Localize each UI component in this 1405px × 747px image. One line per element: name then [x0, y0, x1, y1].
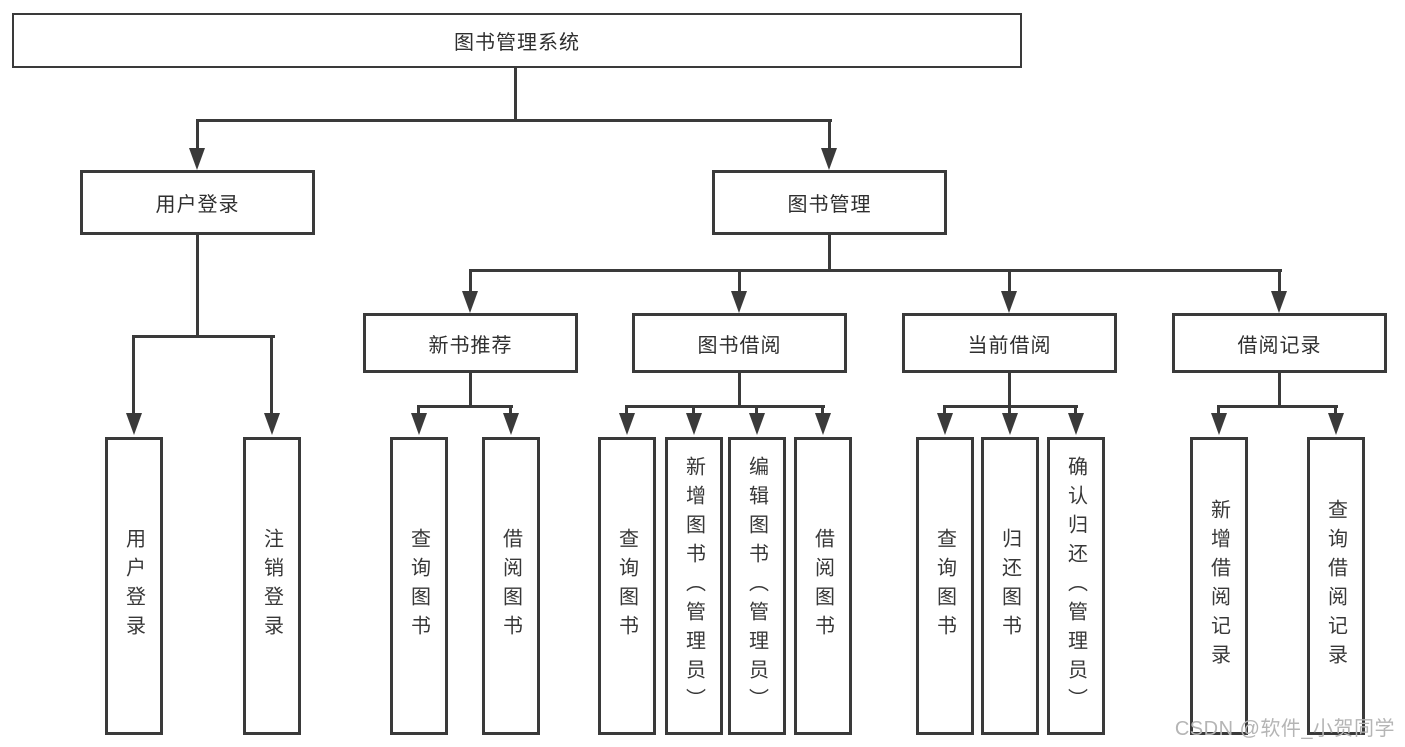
leaf-user-login-label: 用户登录	[122, 528, 145, 644]
node-new-book-recommend: 新书推荐	[363, 313, 578, 373]
connector-line	[821, 405, 824, 415]
node-borrow-record: 借阅记录	[1172, 313, 1387, 373]
node-user-login-label: 用户登录	[155, 194, 240, 216]
node-book-management-label: 图书管理	[787, 194, 872, 216]
connector-line	[692, 405, 695, 415]
node-current-borrow-label: 当前借阅	[967, 334, 1052, 357]
leaf-query-book-borrow-label: 查询图书	[615, 528, 638, 644]
csdn-watermark: CSDN @软件_小贺同学	[1174, 718, 1395, 740]
leaf-confirm-return-admin-label: 确认归还（管理员）	[1064, 455, 1087, 717]
leaf-borrow-book-recommend: 借阅图书	[482, 437, 540, 735]
node-book-borrow-label: 图书借阅	[697, 334, 782, 357]
leaf-query-book-current: 查询图书	[916, 437, 974, 735]
connector-line	[943, 405, 946, 415]
leaf-user-login: 用户登录	[105, 437, 163, 735]
arrow-down-icon	[503, 413, 519, 435]
connector-line	[755, 405, 758, 415]
node-user-login: 用户登录	[80, 170, 315, 235]
leaf-query-borrow-record: 查询借阅记录	[1307, 437, 1365, 735]
node-book-borrow: 图书借阅	[632, 313, 847, 373]
connector-line	[132, 335, 135, 415]
connector-line	[1008, 405, 1011, 415]
connector-line	[270, 335, 273, 415]
connector-line	[738, 373, 741, 407]
connector-line	[625, 405, 628, 415]
arrow-down-icon	[189, 148, 205, 170]
connector-line	[509, 405, 512, 415]
arrow-down-icon	[686, 413, 702, 435]
node-new-book-recommend-label: 新书推荐	[428, 334, 513, 357]
arrow-down-icon	[815, 413, 831, 435]
leaf-add-book-admin-label: 新增图书（管理员）	[682, 455, 705, 717]
connector-line	[828, 119, 831, 149]
leaf-borrow-book: 借阅图书	[794, 437, 852, 735]
connector-line	[469, 373, 472, 407]
leaf-query-book-borrow: 查询图书	[598, 437, 656, 735]
leaf-return-book: 归还图书	[981, 437, 1039, 735]
connector-line	[417, 405, 420, 415]
leaf-logout: 注销登录	[243, 437, 301, 735]
connector-line	[132, 335, 275, 338]
arrow-down-icon	[1001, 291, 1017, 313]
arrow-down-icon	[1271, 291, 1287, 313]
arrow-down-icon	[1328, 413, 1344, 435]
leaf-logout-label: 注销登录	[260, 528, 283, 644]
connector-line	[1008, 373, 1011, 407]
connector-line	[1278, 373, 1281, 407]
arrow-down-icon	[411, 413, 427, 435]
leaf-add-borrow-record-label: 新增借阅记录	[1207, 499, 1230, 673]
connector-line	[828, 235, 831, 272]
leaf-confirm-return-admin: 确认归还（管理员）	[1047, 437, 1105, 735]
connector-line	[196, 119, 199, 149]
leaf-query-book-recommend-label: 查询图书	[407, 528, 430, 644]
arrow-down-icon	[749, 413, 765, 435]
leaf-borrow-book-recommend-label: 借阅图书	[499, 528, 522, 644]
leaf-query-borrow-record-label: 查询借阅记录	[1324, 499, 1347, 673]
node-current-borrow: 当前借阅	[902, 313, 1117, 373]
leaf-query-book-current-label: 查询图书	[933, 528, 956, 644]
leaf-borrow-book-label: 借阅图书	[811, 528, 834, 644]
connector-line	[196, 235, 199, 338]
connector-line	[417, 405, 513, 408]
arrow-down-icon	[1002, 413, 1018, 435]
arrow-down-icon	[126, 413, 142, 435]
connector-line	[625, 405, 825, 408]
node-borrow-record-label: 借阅记录	[1237, 334, 1322, 357]
connector-line	[196, 119, 832, 122]
arrow-down-icon	[1211, 413, 1227, 435]
node-library-system-label: 图书管理系统	[454, 32, 580, 54]
connector-line	[514, 68, 517, 121]
node-book-management: 图书管理	[712, 170, 947, 235]
arrow-down-icon	[462, 291, 478, 313]
connector-line	[1217, 405, 1220, 415]
arrow-down-icon	[821, 148, 837, 170]
connector-line	[1334, 405, 1337, 415]
leaf-edit-book-admin-label: 编辑图书（管理员）	[745, 455, 768, 717]
arrow-down-icon	[1068, 413, 1084, 435]
arrow-down-icon	[731, 291, 747, 313]
leaf-add-borrow-record: 新增借阅记录	[1190, 437, 1248, 735]
leaf-return-book-label: 归还图书	[998, 528, 1021, 644]
leaf-edit-book-admin: 编辑图书（管理员）	[728, 437, 786, 735]
arrow-down-icon	[264, 413, 280, 435]
arrow-down-icon	[619, 413, 635, 435]
connector-line	[1217, 405, 1338, 408]
connector-line	[738, 269, 741, 293]
connector-line	[1008, 269, 1011, 293]
leaf-query-book-recommend: 查询图书	[390, 437, 448, 735]
arrow-down-icon	[937, 413, 953, 435]
leaf-add-book-admin: 新增图书（管理员）	[665, 437, 723, 735]
connector-line	[469, 269, 472, 293]
connector-line	[1278, 269, 1281, 293]
node-library-system: 图书管理系统	[12, 13, 1022, 68]
connector-line	[469, 269, 1282, 272]
connector-line	[1074, 405, 1077, 415]
